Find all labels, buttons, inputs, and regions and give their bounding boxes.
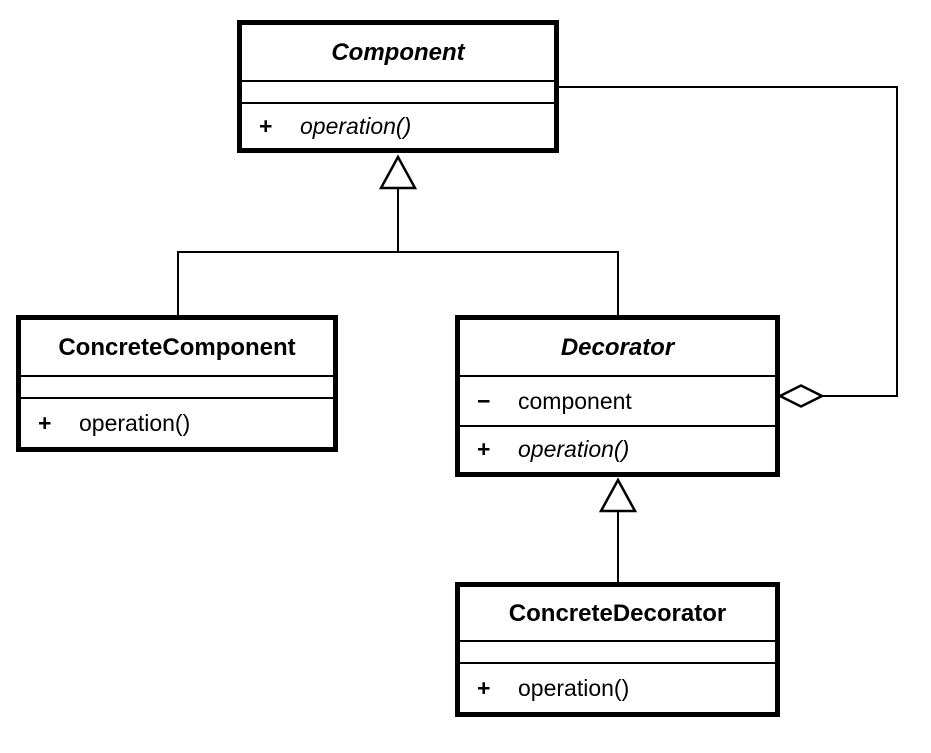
methods-compartment: + operation() [242, 102, 554, 148]
method-operation: + operation() [21, 399, 333, 447]
attribute-name: component [518, 387, 632, 414]
methods-compartment: + operation() [460, 425, 775, 472]
generalization-to-decorator [598, 477, 638, 583]
method-signature: operation() [300, 112, 412, 139]
method-operation: + operation() [460, 664, 775, 712]
method-signature: operation() [79, 409, 191, 436]
class-name: Component [331, 38, 465, 66]
attributes-compartment [242, 80, 554, 102]
class-name: ConcreteComponent [58, 333, 296, 361]
hollow-diamond-icon [777, 384, 825, 408]
aggregation-line [557, 86, 898, 397]
attribute-component: − component [460, 377, 775, 425]
method-signature: operation() [518, 436, 630, 462]
visibility-sign: + [477, 436, 491, 462]
method-operation: + operation() [460, 427, 775, 472]
methods-compartment: + operation() [460, 662, 775, 712]
hollow-triangle-icon [598, 477, 638, 513]
visibility-sign: + [38, 409, 52, 436]
class-box-component: Component + operation() [237, 20, 559, 153]
methods-compartment: + operation() [21, 397, 333, 447]
attributes-compartment [460, 640, 775, 662]
class-name: ConcreteDecorator [508, 599, 727, 627]
method-operation: + operation() [242, 104, 554, 148]
generalization-branch-lines [177, 251, 619, 316]
class-name: Decorator [560, 333, 675, 361]
visibility-sign: + [477, 674, 491, 701]
attributes-compartment: − component [460, 375, 775, 425]
class-box-concrete-decorator: ConcreteDecorator + operation() [455, 582, 780, 717]
attributes-compartment [21, 375, 333, 397]
visibility-sign: + [259, 112, 273, 139]
visibility-sign: − [477, 387, 491, 414]
class-box-concrete-component: ConcreteComponent + operation() [16, 315, 338, 452]
hollow-triangle-icon [378, 154, 418, 190]
method-signature: operation() [518, 674, 630, 701]
class-box-decorator: Decorator − component + operation() [455, 315, 780, 477]
generalization-to-component [177, 154, 619, 316]
aggregation-decorator-component [557, 86, 898, 408]
